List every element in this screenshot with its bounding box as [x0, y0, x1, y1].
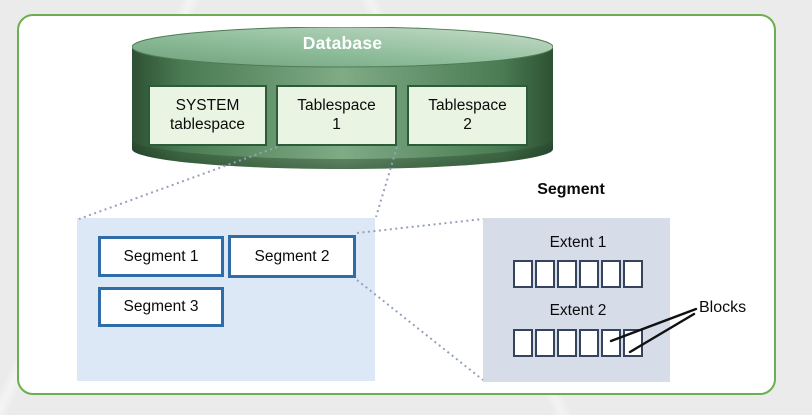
tablespace-box-system: SYSTEM tablespace	[148, 85, 267, 146]
block-cell	[579, 329, 599, 357]
segment-label: Segment 3	[123, 298, 199, 315]
block-cell	[513, 260, 533, 288]
segment-label: Segment 1	[123, 247, 199, 265]
segment-box-3: Segment 3	[98, 287, 224, 327]
database-title: Database	[302, 33, 383, 53]
extent-2-label: Extent 2	[549, 302, 607, 319]
block-cell	[535, 329, 555, 357]
segment-box-1: Segment 1	[98, 236, 224, 277]
tablespace-label: Tablespace 2	[428, 97, 507, 133]
cylinder-top	[132, 27, 553, 68]
segment-detail-heading: Segment	[537, 181, 605, 198]
extent-1-label: Extent 1	[549, 234, 607, 251]
tablespace-box-2: Tablespace 2	[407, 85, 528, 146]
block-cell	[557, 329, 577, 357]
extent-1-blocks	[513, 260, 643, 288]
tablespace-label: SYSTEM tablespace	[170, 97, 245, 133]
block-cell	[557, 260, 577, 288]
block-cell	[535, 260, 555, 288]
tablespace-box-1: Tablespace 1	[276, 85, 397, 146]
block-cell	[601, 260, 621, 288]
segment-box-2: Segment 2	[228, 235, 356, 278]
blocks-label: Blocks	[699, 299, 747, 316]
block-cell	[623, 260, 643, 288]
extent-2-blocks	[513, 329, 643, 357]
block-cell	[601, 329, 621, 357]
block-cell	[513, 329, 533, 357]
tablespace-label: Tablespace 1	[297, 97, 376, 133]
segment-label: Segment 2	[254, 247, 330, 265]
block-cell	[579, 260, 599, 288]
block-cell	[623, 329, 643, 357]
